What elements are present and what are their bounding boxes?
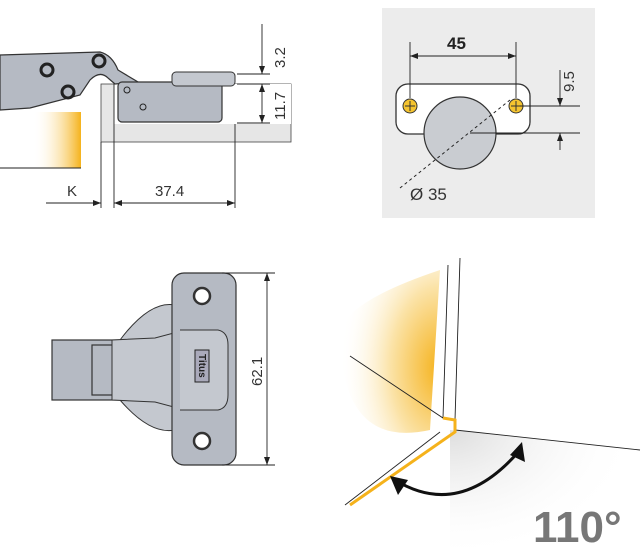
side-view: 3.2 11.7 K 37.4 (0, 24, 292, 208)
hinge-cup (117, 81, 223, 123)
angle-label: 110° (533, 503, 622, 552)
dim-45: 45 (447, 34, 466, 53)
dim-62-1: 62.1 (249, 357, 266, 386)
angle-arc (394, 449, 522, 496)
rivet (39, 62, 55, 78)
brand-label: Titus (196, 354, 207, 378)
rivet (91, 53, 107, 69)
dim-k: K (67, 183, 77, 200)
drill-pattern: 45 9.5 Ø 35 (382, 8, 595, 218)
opening-angle-view: 110° (340, 257, 641, 560)
top-view: Titus 62.1 (51, 272, 275, 466)
dim-diameter-35: Ø 35 (410, 185, 447, 204)
dim-9-5: 9.5 (561, 71, 578, 92)
dim-37-4: 37.4 (155, 183, 184, 200)
screw-hole-top (192, 286, 212, 306)
dim-3-2: 3.2 (272, 47, 289, 68)
dim-11-7: 11.7 (272, 92, 289, 120)
door-panel (33, 112, 81, 168)
screw-hole-bottom (192, 431, 212, 451)
rivet (60, 84, 76, 100)
